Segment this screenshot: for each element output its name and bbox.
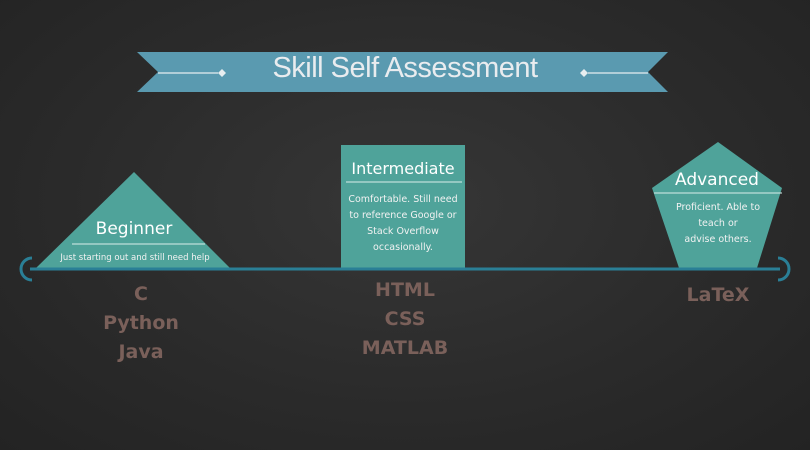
advanced-label: Advanced — [675, 170, 759, 190]
skill-item: C — [134, 283, 148, 305]
advanced-description-line: advise others. — [684, 234, 752, 245]
banner-diamond-right — [580, 69, 588, 77]
advanced-pentagon — [652, 142, 782, 268]
advanced-description-line: Proficient. Able to — [675, 202, 761, 213]
beginner-label: Beginner — [95, 219, 173, 239]
banner-diamond-left — [218, 69, 226, 77]
skill-item: Java — [118, 341, 164, 363]
title-banner — [137, 52, 668, 92]
beginner-description: Just starting out and still need help — [40, 252, 230, 264]
skill-item: HTML — [375, 279, 435, 301]
intermediate-description-line: occasionally. — [373, 242, 433, 253]
page-title: Skill Self Assessment — [272, 52, 538, 84]
timeline-cap-right — [777, 256, 791, 282]
advanced-description-line: teach or — [698, 218, 738, 229]
beginner-skills: C Python Java — [80, 280, 202, 367]
intermediate-rectangle — [341, 145, 465, 269]
intermediate-description-line: Stack Overflow — [367, 226, 439, 237]
skill-item: Python — [103, 312, 179, 334]
intermediate-skills: HTML CSS MATLAB — [340, 276, 470, 363]
timeline-cap-left — [19, 256, 33, 282]
skill-item: MATLAB — [361, 337, 449, 359]
advanced-skills: LaTeX — [668, 281, 768, 310]
intermediate-description-line: Comfortable. Still need — [348, 194, 458, 205]
advanced-description: Proficient. Able to teach or advise othe… — [660, 200, 776, 248]
intermediate-description: Comfortable. Still need to reference Goo… — [341, 192, 465, 256]
beginner-description-line: Just starting out and still need help — [60, 253, 210, 263]
intermediate-label: Intermediate — [351, 159, 455, 178]
intermediate-description-line: to reference Google or — [349, 210, 457, 221]
skill-item: LaTeX — [686, 284, 750, 306]
skill-item: CSS — [384, 308, 426, 330]
